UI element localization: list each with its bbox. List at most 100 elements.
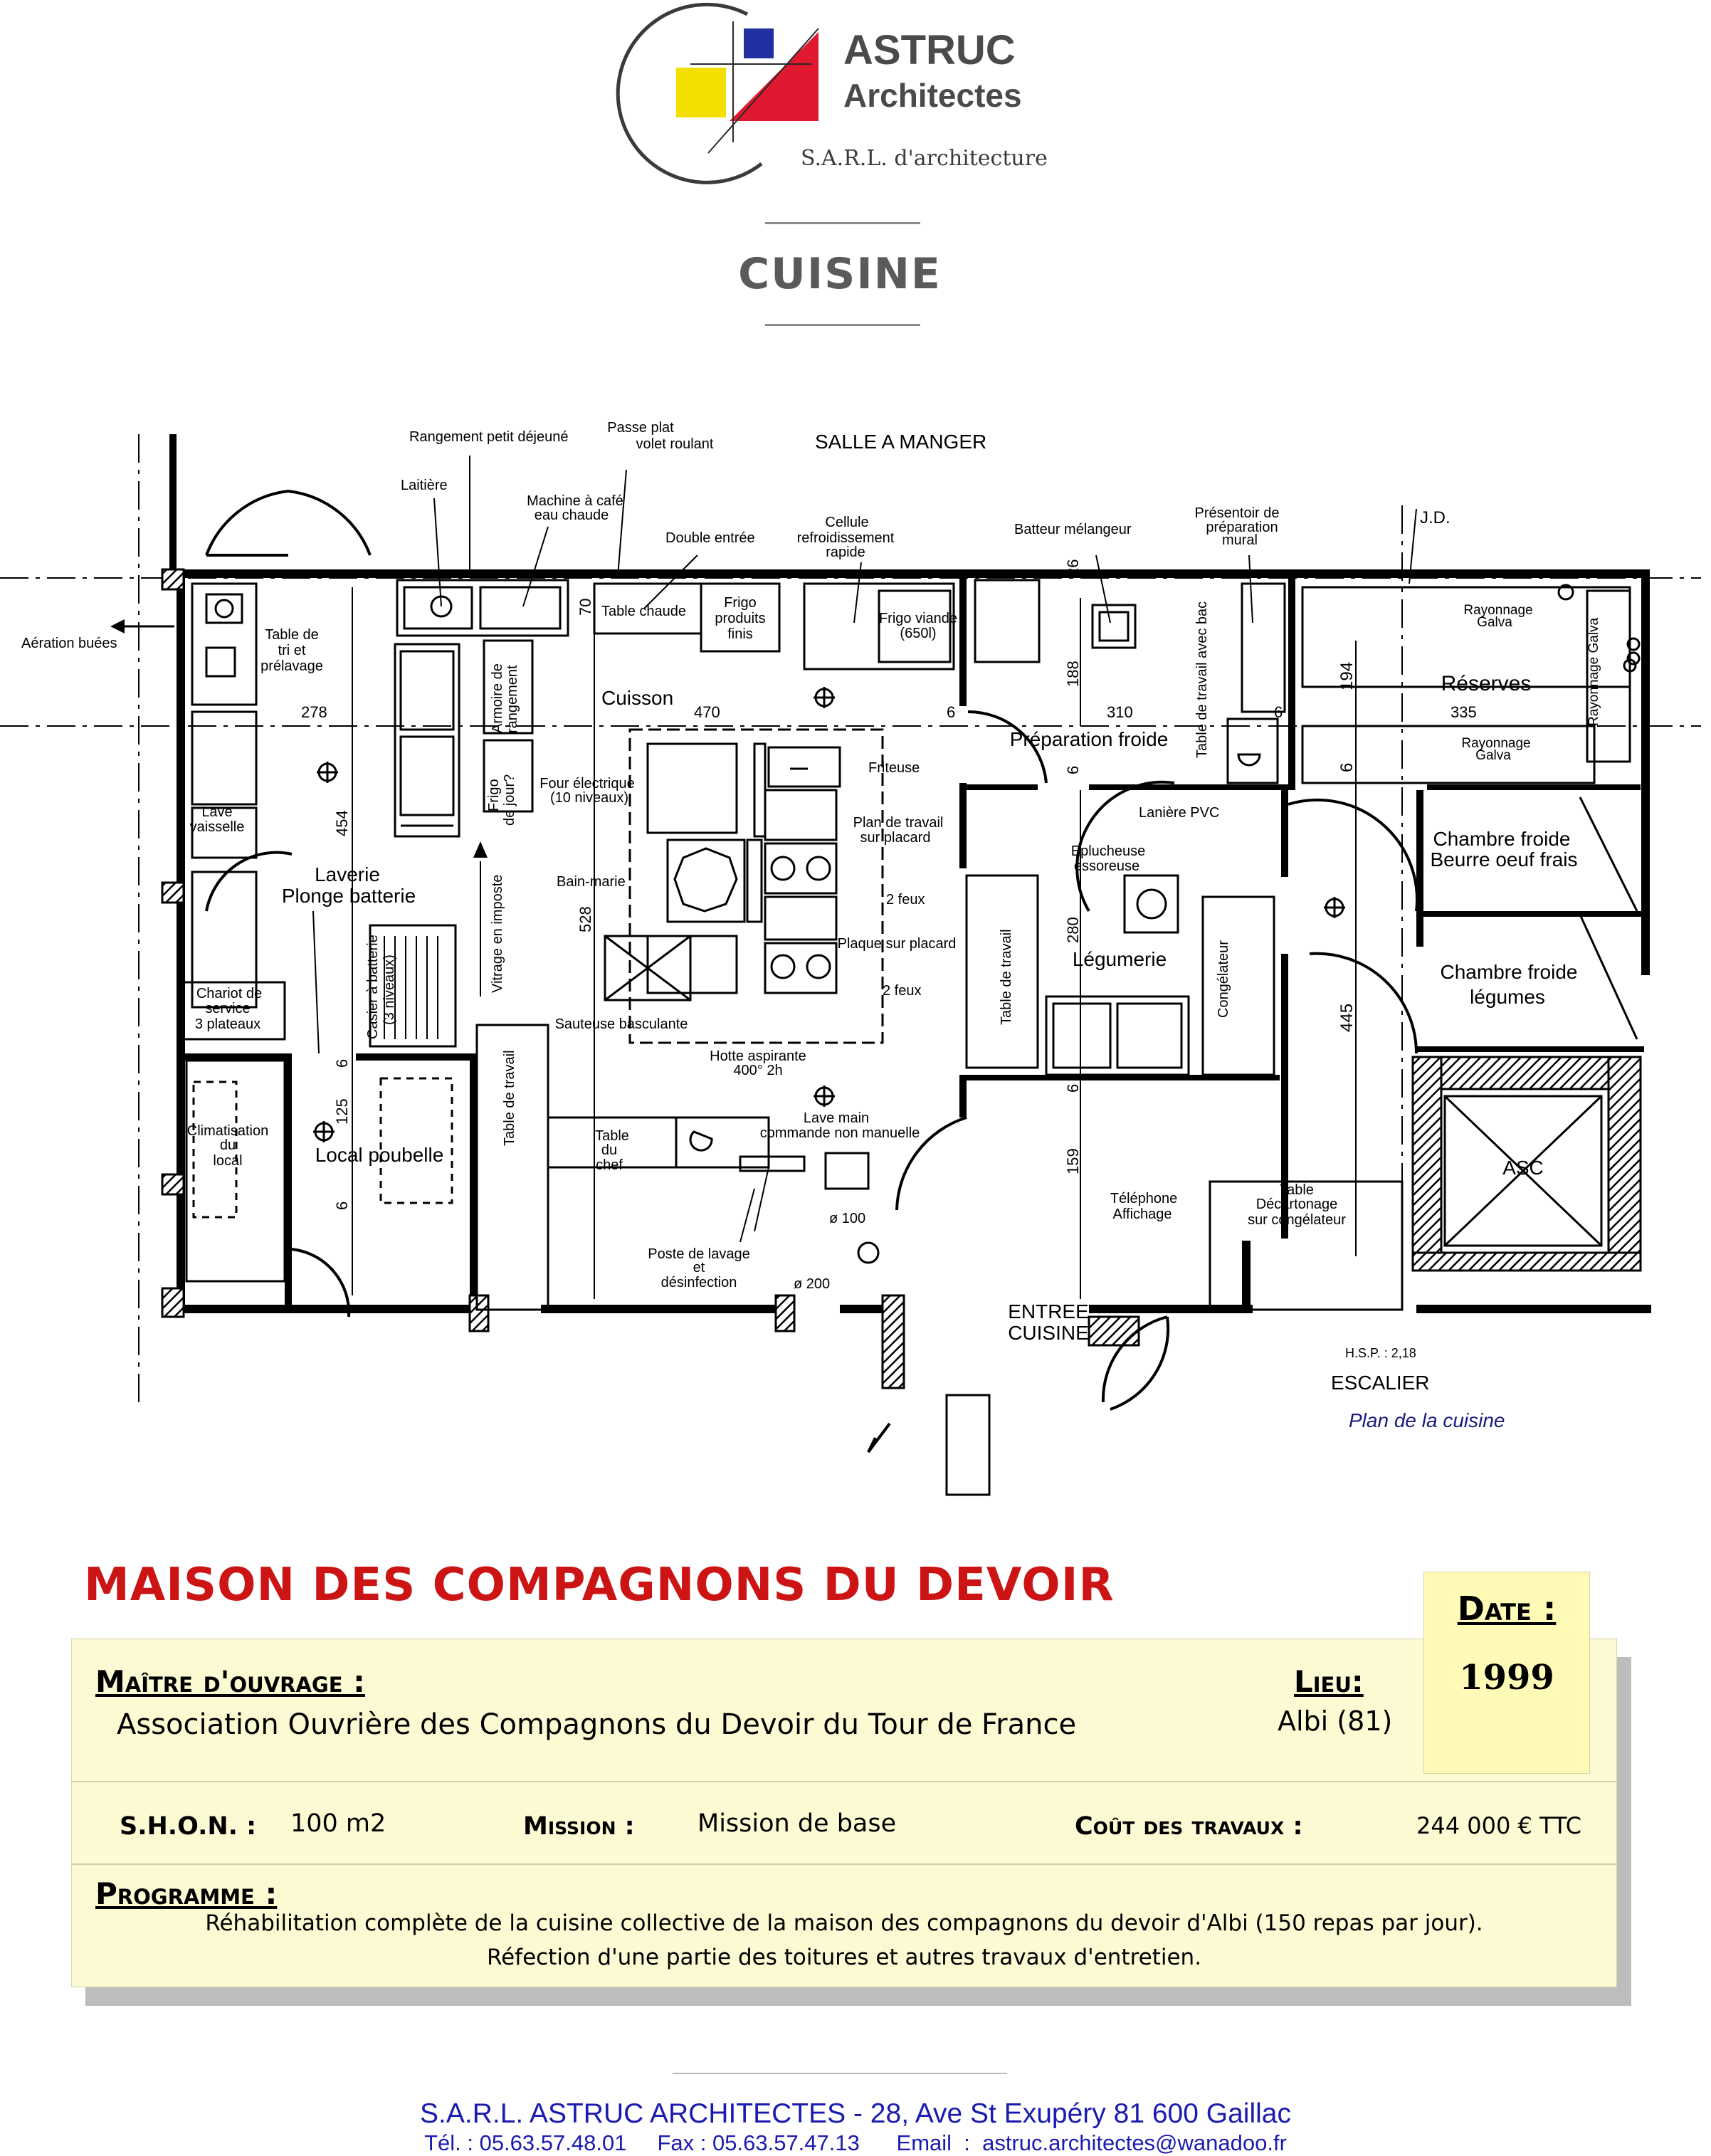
- info-panel: Maître d'ouvrage : Association Ouvrière …: [71, 1639, 1617, 1987]
- svg-text:2 feux: 2 feux: [883, 983, 921, 999]
- logo-arc: [616, 2, 763, 184]
- svg-text:Plonge batterie: Plonge batterie: [282, 885, 416, 907]
- svg-text:Cellule: Cellule: [825, 515, 868, 530]
- walls: [169, 434, 1651, 1313]
- svg-text:Table de: Table de: [265, 627, 319, 643]
- svg-text:278: 278: [301, 703, 327, 721]
- svg-text:du: du: [601, 1142, 617, 1158]
- svg-text:280: 280: [1064, 917, 1082, 943]
- doors: [205, 490, 1418, 1453]
- svg-text:400° 2h: 400° 2h: [733, 1063, 782, 1078]
- svg-text:Frigo: Frigo: [724, 595, 757, 611]
- svg-text:Table: Table: [595, 1128, 629, 1144]
- svg-text:Chariot de: Chariot de: [196, 986, 262, 1001]
- title-rule-top: [765, 222, 920, 224]
- svg-text:ø 100: ø 100: [829, 1211, 865, 1226]
- svg-text:Laitière: Laitière: [401, 478, 448, 493]
- svg-text:tri et: tri et: [278, 643, 306, 658]
- svg-text:Préparation froide: Préparation froide: [1010, 728, 1169, 750]
- svg-text:légumes: légumes: [1470, 986, 1545, 1008]
- svg-text:Réserves: Réserves: [1441, 672, 1532, 695]
- svg-text:H.S.P. : 2,18: H.S.P. : 2,18: [1345, 1346, 1416, 1360]
- svg-text:Cuisson: Cuisson: [601, 687, 673, 709]
- svg-text:préparation: préparation: [1206, 520, 1278, 535]
- svg-text:70: 70: [577, 599, 594, 616]
- plan-caption: Plan de la cuisine: [1349, 1409, 1505, 1431]
- svg-text:de jour?: de jour?: [502, 774, 517, 826]
- masonry: [161, 568, 1642, 1389]
- info-panel-mid-band: [71, 1781, 1617, 1865]
- floor-drains: [313, 687, 1345, 1264]
- date-label: Date :: [1457, 1589, 1557, 1628]
- svg-text:Chambre froide: Chambre froide: [1433, 828, 1571, 850]
- svg-text:3 plateaux: 3 plateaux: [195, 1016, 260, 1032]
- svg-text:Chambre froide: Chambre froide: [1441, 961, 1578, 983]
- equipment: [177, 579, 1641, 1496]
- svg-text:Vitrage en imposte: Vitrage en imposte: [490, 875, 505, 993]
- svg-text:Local poubelle: Local poubelle: [315, 1144, 444, 1166]
- maitre-ouvrage-value: Association Ouvrière des Compagnons du D…: [117, 1708, 1077, 1741]
- svg-text:Affichage: Affichage: [1112, 1206, 1172, 1222]
- svg-text:Légumerie: Légumerie: [1073, 948, 1167, 970]
- logo-name: ASTRUC: [843, 27, 1016, 73]
- svg-text:6: 6: [947, 703, 955, 721]
- svg-text:Lanière PVC: Lanière PVC: [1139, 805, 1219, 821]
- svg-text:Table de travail avec bac: Table de travail avec bac: [1194, 601, 1210, 758]
- svg-text:et: et: [693, 1260, 705, 1276]
- svg-text:445: 445: [1337, 1004, 1357, 1032]
- svg-text:Bain-marie: Bain-marie: [557, 874, 626, 890]
- svg-text:ASC: ASC: [1502, 1157, 1544, 1179]
- svg-text:Beurre oeuf frais: Beurre oeuf frais: [1431, 848, 1578, 871]
- svg-text:Hotte aspirante: Hotte aspirante: [710, 1048, 806, 1064]
- svg-text:454: 454: [333, 810, 351, 836]
- svg-text:SALLE A MANGER: SALLE A MANGER: [815, 431, 986, 453]
- svg-text:sur congélateur: sur congélateur: [1248, 1212, 1346, 1228]
- svg-text:Climatisation: Climatisation: [187, 1123, 268, 1139]
- svg-text:Rayonnage Galva: Rayonnage Galva: [1586, 617, 1601, 726]
- logo-blue-square: [744, 28, 774, 58]
- shon-value: 100 m2: [290, 1809, 386, 1838]
- svg-text:local: local: [213, 1153, 242, 1169]
- svg-text:ø 200: ø 200: [794, 1276, 830, 1292]
- svg-text:Décartonage: Décartonage: [1256, 1197, 1338, 1212]
- svg-text:Lave main: Lave main: [804, 1110, 869, 1126]
- mission-value: Mission de base: [697, 1809, 897, 1838]
- programme-line-1: Réhabilitation complète de la cuisine co…: [205, 1910, 1483, 1936]
- svg-text:Présentoir de: Présentoir de: [1195, 505, 1280, 521]
- svg-text:Passe plat: Passe plat: [607, 420, 674, 436]
- logo-tagline: S.A.R.L. d'architecture: [801, 146, 1048, 171]
- cout-label: Coût des travaux :: [1075, 1812, 1303, 1841]
- svg-text:159: 159: [1064, 1148, 1082, 1174]
- svg-text:Aération buées: Aération buées: [21, 636, 117, 651]
- svg-text:prélavage: prélavage: [260, 658, 323, 674]
- svg-text:produits: produits: [715, 611, 765, 626]
- svg-text:Friteuse: Friteuse: [868, 760, 920, 776]
- svg-text:Téléphone: Téléphone: [1110, 1191, 1178, 1206]
- svg-text:188: 188: [1064, 661, 1082, 687]
- title-rule-bottom: [765, 324, 920, 326]
- svg-text:ESCALIER: ESCALIER: [1331, 1372, 1430, 1394]
- svg-text:Frigo: Frigo: [486, 779, 502, 811]
- plan-labels: SALLE A MANGER Rangement petit déjeuné P…: [21, 420, 1601, 1394]
- logo-subname: Architectes: [843, 77, 1022, 114]
- lieu-label: Lieu:: [1294, 1664, 1364, 1699]
- svg-text:Lave: Lave: [201, 804, 232, 820]
- page-title: CUISINE: [738, 249, 942, 299]
- svg-text:Machine à café: Machine à café: [527, 493, 623, 509]
- svg-text:6: 6: [1064, 1084, 1082, 1093]
- project-title: MAISON DES COMPAGNONS DU DEVOIR: [84, 1559, 1115, 1611]
- svg-text:Laverie: Laverie: [315, 863, 380, 885]
- svg-text:Poste de lavage: Poste de lavage: [648, 1246, 749, 1262]
- svg-text:sur placard: sur placard: [860, 830, 931, 846]
- svg-text:finis: finis: [727, 626, 753, 642]
- svg-text:Table de travail: Table de travail: [502, 1050, 517, 1146]
- svg-text:du: du: [220, 1137, 236, 1153]
- svg-text:J.D.: J.D.: [1420, 508, 1451, 527]
- svg-text:Sauteuse basculante: Sauteuse basculante: [555, 1016, 688, 1032]
- cout-value: 244 000 € TTC: [1416, 1812, 1582, 1839]
- svg-text:Galva: Galva: [1477, 615, 1512, 630]
- svg-text:Casier à batterie: Casier à batterie: [365, 935, 381, 1039]
- svg-text:Table: Table: [1280, 1182, 1314, 1198]
- svg-text:335: 335: [1451, 703, 1477, 721]
- svg-text:2 feux: 2 feux: [886, 892, 925, 908]
